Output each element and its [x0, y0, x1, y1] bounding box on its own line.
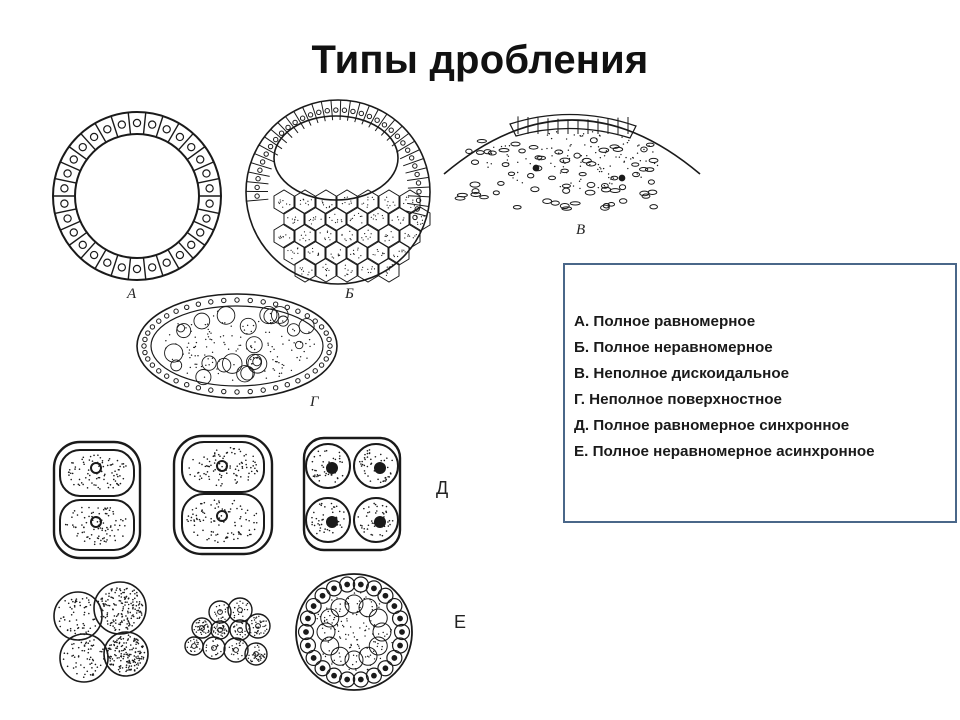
- row-d-label: Д: [436, 478, 449, 498]
- legend-list: А. Полное равномерное Б. Полное неравном…: [565, 265, 955, 465]
- figure-b-label: Б: [345, 286, 354, 302]
- figure-v-discoidal: [443, 113, 701, 211]
- legend-item-d: Д. Полное равномерное синхронное: [574, 417, 850, 434]
- figure-g-label: Г: [310, 394, 319, 410]
- legend-item-a: А. Полное равномерное: [574, 313, 756, 330]
- row-e-label: Е: [454, 612, 467, 632]
- figure-a-coeloblastula: [52, 111, 222, 281]
- legend-item-e: Е. Полное неравномерное асинхронное: [574, 443, 875, 460]
- legend-box: А. Полное равномерное Б. Полное неравном…: [563, 263, 957, 523]
- legend-item-b: Б. Полное неравномерное: [574, 339, 773, 356]
- figure-g-superficial: [136, 293, 338, 399]
- row-e-embryos: [53, 573, 413, 691]
- figure-a-label: А: [127, 286, 137, 302]
- legend-item-v: В. Неполное дискоидальное: [574, 365, 790, 382]
- figure-v-label: В: [576, 222, 586, 238]
- legend-item-g: Г. Неполное поверхностное: [574, 391, 782, 408]
- row-d-embryos: [52, 434, 402, 560]
- slide-title: Типы дробления: [311, 38, 649, 82]
- figure-b-amphiblastula: [245, 99, 431, 285]
